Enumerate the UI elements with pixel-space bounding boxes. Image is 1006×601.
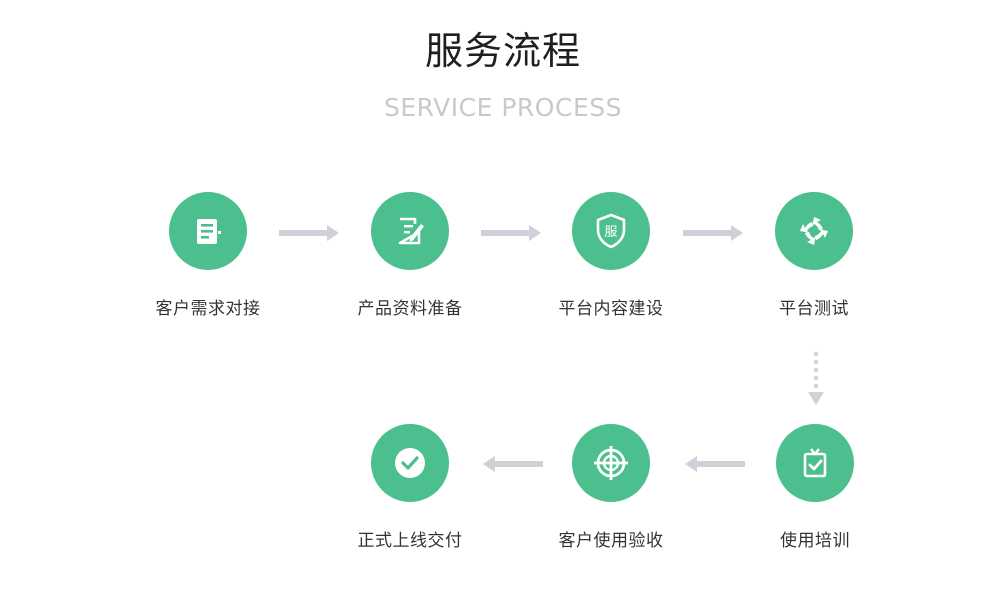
- process-step-training: 使用培训: [735, 424, 895, 553]
- page-subtitle: SERVICE PROCESS: [384, 93, 622, 122]
- process-step-content-build: 服 平台内容建设: [531, 192, 691, 321]
- step-circle: [775, 192, 853, 270]
- step-label: 使用培训: [780, 531, 850, 551]
- arrow-right-icon: [279, 225, 339, 241]
- edit-document-icon: [398, 217, 424, 245]
- clipboard-check-icon: [803, 448, 827, 478]
- step-label: 客户使用验收: [558, 531, 664, 551]
- arrow-left-icon: [685, 456, 745, 472]
- dotted-arrow-down-icon: [808, 351, 824, 405]
- page-title: 服务流程: [424, 29, 581, 73]
- step-label: 客户需求对接: [155, 299, 261, 319]
- crosshair-target-icon: [594, 446, 628, 480]
- step-circle: 服: [572, 192, 650, 270]
- process-step-testing: 平台测试: [734, 192, 894, 321]
- arrow-left-icon: [483, 456, 543, 472]
- shield-icon-text: 服: [604, 225, 617, 240]
- step-circle: [371, 424, 449, 502]
- refresh-cycle-icon: [800, 217, 828, 245]
- arrow-right-icon: [683, 225, 743, 241]
- arrow-right-icon: [481, 225, 541, 241]
- process-step-delivery: 正式上线交付: [330, 424, 490, 553]
- step-label: 产品资料准备: [357, 299, 463, 319]
- document-list-icon: [197, 219, 221, 244]
- process-step-acceptance: 客户使用验收: [531, 424, 691, 553]
- step-circle: [371, 192, 449, 270]
- step-label: 正式上线交付: [357, 531, 463, 551]
- step-circle: [572, 424, 650, 502]
- shield-icon: 服: [596, 213, 626, 249]
- process-step-requirements: 客户需求对接: [128, 192, 288, 321]
- step-label: 平台测试: [779, 299, 849, 319]
- step-circle: [776, 424, 854, 502]
- step-circle: [169, 192, 247, 270]
- process-step-preparation: 产品资料准备: [330, 192, 490, 321]
- check-circle-icon: [395, 448, 425, 478]
- step-label: 平台内容建设: [558, 299, 664, 319]
